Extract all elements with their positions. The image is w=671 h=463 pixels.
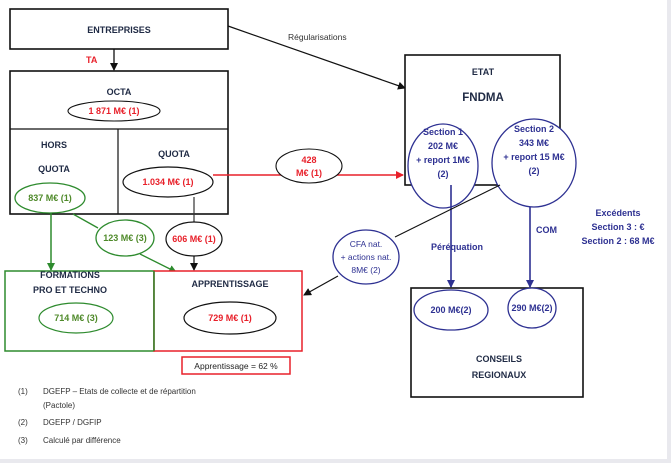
quota-label: QUOTA [158,149,190,159]
section-2-amount: 343 M€ [519,138,549,148]
apprentissage-share: Apprentissage = 62 % [194,361,278,371]
footnote-1-num: (1) [18,387,28,396]
com-value: 290 M€(2) [511,303,552,313]
excedents-title: Excédents [595,208,640,218]
quota-to-fndma-ellipse [275,148,343,184]
hors-quota-to-apprentissage-value: 123 M€ (3) [103,233,147,243]
apprentissage-value: 729 M€ (1) [208,313,252,323]
conseils-label-1: CONSEILS [476,354,522,364]
section-1-title: Section 1 [423,127,463,137]
cfa-line-1: CFA nat. [350,239,383,249]
regularisations-label: Régularisations [288,32,347,42]
section-2-to-cfa-line [394,184,501,238]
regularisations-arrow [227,25,406,90]
quota-to-fndma-value-1: 428 [301,155,316,165]
fndma-label: FNDMA [462,92,504,104]
apprentissage-box: APPRENTISSAGE 729 M€ (1) [153,270,303,352]
footnote-3-num: (3) [18,436,28,445]
section-2-title: Section 2 [514,124,554,134]
section-2-report: + report 15 M€ [503,152,564,162]
perequation-value-ellipse [413,289,489,331]
etat-label: ETAT [472,67,495,77]
footnote-3-text: Calculé par différence [43,436,121,445]
hors-quota-value: 837 M€ (1) [28,193,72,203]
formations-box: FORMATIONS PRO ET TECHNO 714 M€ (3) [4,270,155,352]
cfa-line-3: 8M€ (2) [351,265,380,275]
hors-quota-value-ellipse [14,182,86,214]
footnote-2-text: DGEFP / DGFIP [43,418,102,427]
apprentissage-label: APPRENTISSAGE [191,279,268,289]
perequation-label: Péréquation [431,242,483,252]
quota-value-ellipse [122,166,214,198]
section-1-amount: 202 M€ [428,141,458,151]
entreprises-label: ENTREPRISES [87,25,151,35]
footnotes: (1) DGEFP – Etats de collecte et de répa… [18,387,196,445]
section-2-source: (2) [529,166,540,176]
cfa-ellipse [332,229,400,285]
com-label: COM [536,225,557,235]
cfa-line-2: + actions nat. [341,252,392,262]
octa-value-ellipse [67,100,161,122]
apprentissage-value-ellipse [183,301,277,335]
excedents-section-2: Section 2 : 68 M€ [581,236,654,246]
footnote-1-text: DGEFP – Etats de collecte et de répartit… [43,387,196,396]
section-1-report: + report 1M€ [416,155,470,165]
octa-label: OCTA [107,87,132,97]
quota-value: 1.034 M€ (1) [142,177,193,187]
quota-to-apprentissage-value: 606 M€ (1) [172,234,216,244]
formations-value: 714 M€ (3) [54,313,98,323]
octa-value: 1 871 M€ (1) [88,106,139,116]
perequation-value: 200 M€(2) [430,305,471,315]
apprentissage-share-box: Apprentissage = 62 % [181,356,291,375]
section-1-source: (2) [438,169,449,179]
hors-quota-label-1: HORS [41,140,67,150]
hors-quota-to-123-line [72,213,99,229]
section-2-ellipse [491,118,577,208]
quota-to-apprentissage-ellipse [165,221,223,257]
entreprises-box: ENTREPRISES [9,8,229,50]
formations-label-1: FORMATIONS [40,270,100,280]
formations-label-2: PRO ET TECHNO [33,285,107,295]
123-to-apprentissage-arrow [139,253,177,273]
cfa-to-apprentissage-arrow [303,275,339,296]
formations-value-ellipse [38,302,114,334]
quota-to-fndma-value-2: M€ (1) [296,168,322,178]
ta-label: TA [86,55,98,65]
hors-quota-to-apprentissage-ellipse [95,219,155,257]
excedents-section-3: Section 3 : € [591,222,644,232]
section-1-ellipse [407,123,479,209]
com-value-ellipse [507,287,557,329]
hors-quota-label-2: QUOTA [38,164,70,174]
footnote-2-num: (2) [18,418,28,427]
conseils-label-2: REGIONAUX [472,370,527,380]
footnote-1-text-cont: (Pactole) [43,401,75,410]
